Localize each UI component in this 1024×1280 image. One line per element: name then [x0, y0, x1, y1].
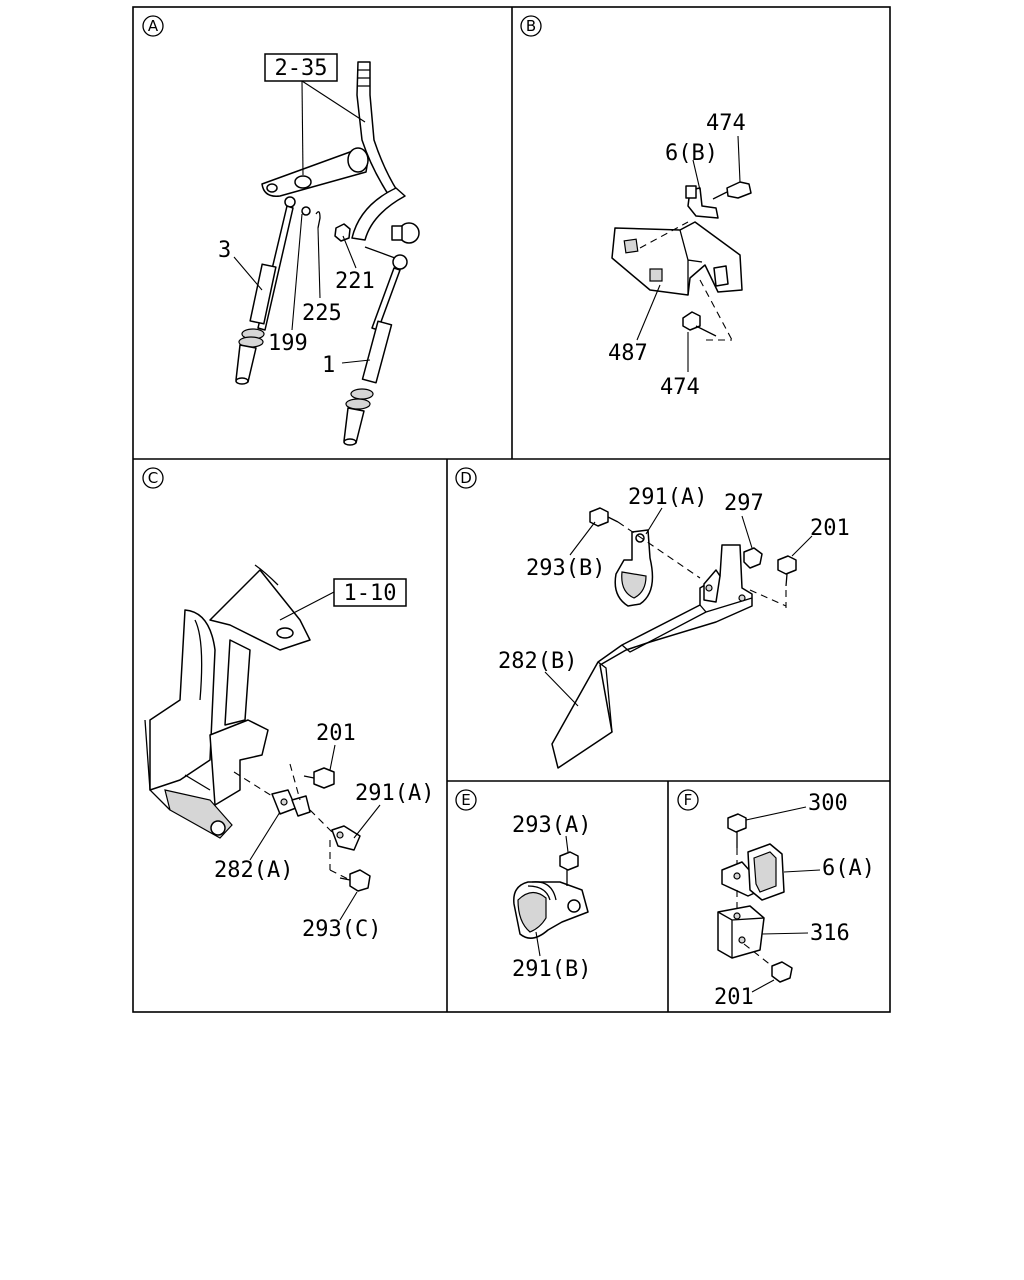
part-label: 6(A) [822, 856, 875, 881]
panel-marker-f: F [677, 789, 699, 811]
part-label: 6(B) [665, 141, 718, 166]
part-label: 293(A) [512, 813, 591, 838]
panel-letter: B [526, 17, 536, 35]
part-label: 474 [660, 375, 700, 400]
panel-letter: A [148, 17, 159, 35]
part-label: 291(A) [355, 781, 434, 806]
panel-letter: D [460, 469, 472, 487]
part-label: 199 [268, 331, 308, 356]
panel-marker-a: A [142, 15, 164, 37]
panel-a-drawing: 2-35 [233, 53, 420, 446]
panel-b-drawing [611, 135, 752, 372]
panel-marker-c: C [142, 467, 164, 489]
panel-c-drawing: 1-10 [144, 564, 407, 921]
part-label: 201 [714, 985, 754, 1010]
panel-marker-d: D [455, 467, 477, 489]
part-label: 291(A) [628, 485, 707, 510]
reference-label: 1-10 [344, 581, 397, 606]
part-label: 316 [810, 921, 850, 946]
part-label: 487 [608, 341, 648, 366]
part-label: 282(B) [498, 649, 577, 674]
part-label: 293(B) [526, 556, 605, 581]
panel-marker-b: B [520, 15, 542, 37]
part-label: 474 [706, 111, 746, 136]
panel-letter: F [684, 791, 693, 809]
panel-f-drawing [717, 806, 821, 993]
part-label: 291(B) [512, 957, 591, 982]
panel-letter: E [461, 791, 470, 809]
reference-box [333, 578, 407, 607]
part-label: 201 [316, 721, 356, 746]
part-label: 1 [322, 353, 335, 378]
part-label: 293(C) [302, 917, 381, 942]
reference-box [264, 53, 338, 82]
part-label: 225 [302, 301, 342, 326]
panel-frame [132, 6, 891, 1013]
part-label: 297 [724, 491, 764, 516]
part-label: 201 [810, 516, 850, 541]
panel-marker-e: E [455, 789, 477, 811]
part-label: 3 [218, 238, 231, 263]
panel-letter: C [148, 469, 158, 487]
panel-d-drawing [544, 507, 813, 769]
part-label: 282(A) [214, 858, 293, 883]
panel-e-drawing [513, 835, 589, 957]
part-label: 221 [335, 269, 375, 294]
reference-label: 2-35 [275, 56, 328, 81]
part-label: 300 [808, 791, 848, 816]
